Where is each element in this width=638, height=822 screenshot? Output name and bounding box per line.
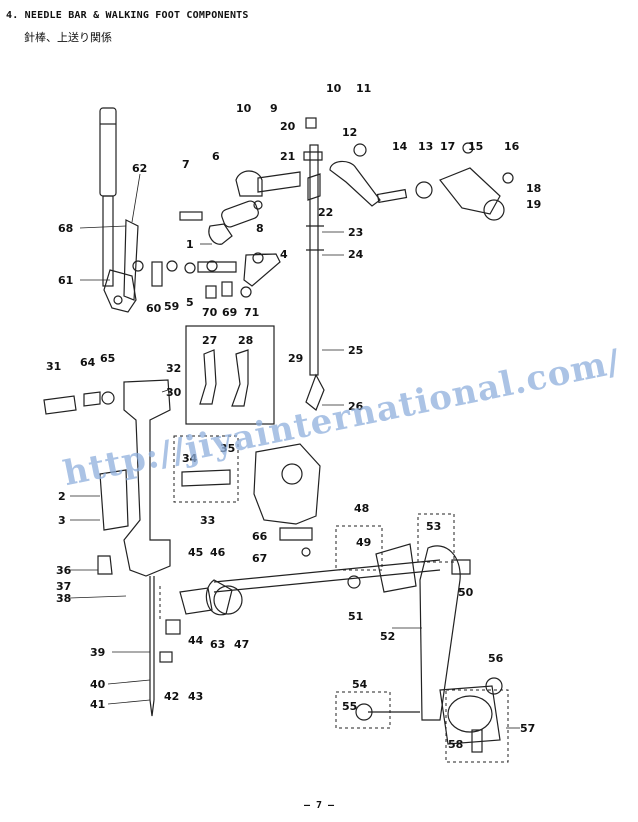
callout-70: 70 — [202, 306, 218, 319]
page-number: — 7 — — [303, 800, 335, 811]
callout-31: 31 — [46, 360, 61, 373]
callout-60: 60 — [146, 302, 162, 315]
callout-9: 9 — [270, 102, 278, 115]
page-title: 4. NEEDLE BAR & WALKING FOOT COMPONENTS — [6, 10, 249, 21]
callout-38: 38 — [56, 592, 71, 605]
callout-57: 57 — [520, 722, 535, 735]
callout-45: 45 — [188, 546, 203, 559]
callout-44: 44 — [188, 634, 204, 647]
callout-28: 28 — [238, 334, 253, 347]
callout-25: 25 — [348, 344, 363, 357]
rear-feed-arm — [355, 545, 503, 753]
callout-21: 21 — [280, 150, 295, 163]
part-drawings — [43, 107, 520, 763]
callout-49: 49 — [356, 536, 371, 549]
callout-65: 65 — [100, 352, 115, 365]
callout-2: 2 — [58, 490, 66, 503]
callout-52: 52 — [380, 630, 395, 643]
presser-bar — [303, 117, 325, 411]
callout-56: 56 — [488, 652, 504, 665]
callout-10: 10 — [236, 102, 252, 115]
leader-lines — [69, 173, 520, 729]
callout-68: 68 — [58, 222, 73, 235]
callout-10b: 10 — [326, 82, 342, 95]
callout-43: 43 — [188, 690, 203, 703]
callout-17: 17 — [440, 140, 455, 153]
callout-61: 61 — [58, 274, 73, 287]
callout-63: 63 — [210, 638, 225, 651]
callout-46: 46 — [210, 546, 226, 559]
callout-24: 24 — [348, 248, 364, 261]
callout-3: 3 — [58, 514, 66, 527]
callout-30: 30 — [166, 386, 182, 399]
callout-29: 29 — [288, 352, 303, 365]
callout-22: 22 — [318, 206, 333, 219]
callout-15: 15 — [468, 140, 483, 153]
callout-1: 1 — [186, 238, 194, 251]
callout-11: 11 — [356, 82, 371, 95]
callout-33: 33 — [200, 514, 215, 527]
callout-55: 55 — [342, 700, 357, 713]
callout-18: 18 — [526, 182, 541, 195]
callout-58: 58 — [448, 738, 463, 751]
assembly-boxes — [159, 435, 509, 763]
callout-5: 5 — [186, 296, 194, 309]
needle-bar-upper — [99, 107, 139, 313]
callout-34: 34 — [182, 452, 198, 465]
callout-62: 62 — [132, 162, 147, 175]
callout-47: 47 — [234, 638, 249, 651]
callout-71: 71 — [244, 306, 259, 319]
callout-37: 37 — [56, 580, 71, 593]
callout-16: 16 — [504, 140, 520, 153]
callout-20: 20 — [280, 120, 296, 133]
callout-12: 12 — [342, 126, 357, 139]
feed-shaft — [179, 543, 441, 616]
walking-foot-links — [132, 170, 301, 299]
callout-27: 27 — [202, 334, 217, 347]
callout-7: 7 — [182, 158, 190, 171]
callout-8: 8 — [256, 222, 264, 235]
callout-6: 6 — [212, 150, 220, 163]
callout-4: 4 — [280, 248, 288, 261]
presser-foot-assembly — [181, 443, 321, 557]
callout-48: 48 — [354, 502, 369, 515]
callout-labels: 1 2 3 4 5 6 7 8 9 10 10 11 12 13 14 15 1… — [46, 82, 541, 751]
page-subtitle: 針棒、上送り関係 — [24, 31, 112, 44]
callout-40: 40 — [90, 678, 106, 691]
callout-26: 26 — [348, 400, 364, 413]
callout-32: 32 — [166, 362, 181, 375]
callout-69: 69 — [222, 306, 237, 319]
callout-67: 67 — [252, 552, 267, 565]
inset-feet — [185, 325, 275, 425]
callout-59: 59 — [164, 300, 179, 313]
callout-36: 36 — [56, 564, 72, 577]
needle-bar-lower — [43, 379, 181, 717]
callout-42: 42 — [164, 690, 179, 703]
callout-41: 41 — [90, 698, 105, 711]
callout-54: 54 — [352, 678, 368, 691]
callout-51: 51 — [348, 610, 363, 623]
callout-64: 64 — [80, 356, 96, 369]
upper-feed-arm — [329, 142, 514, 221]
callout-39: 39 — [90, 646, 105, 659]
callout-13: 13 — [418, 140, 433, 153]
callout-35: 35 — [220, 442, 235, 455]
callout-50: 50 — [458, 586, 474, 599]
callout-19: 19 — [526, 198, 541, 211]
callout-66: 66 — [252, 530, 268, 543]
callout-23: 23 — [348, 226, 363, 239]
callout-14: 14 — [392, 140, 408, 153]
callout-53: 53 — [426, 520, 441, 533]
